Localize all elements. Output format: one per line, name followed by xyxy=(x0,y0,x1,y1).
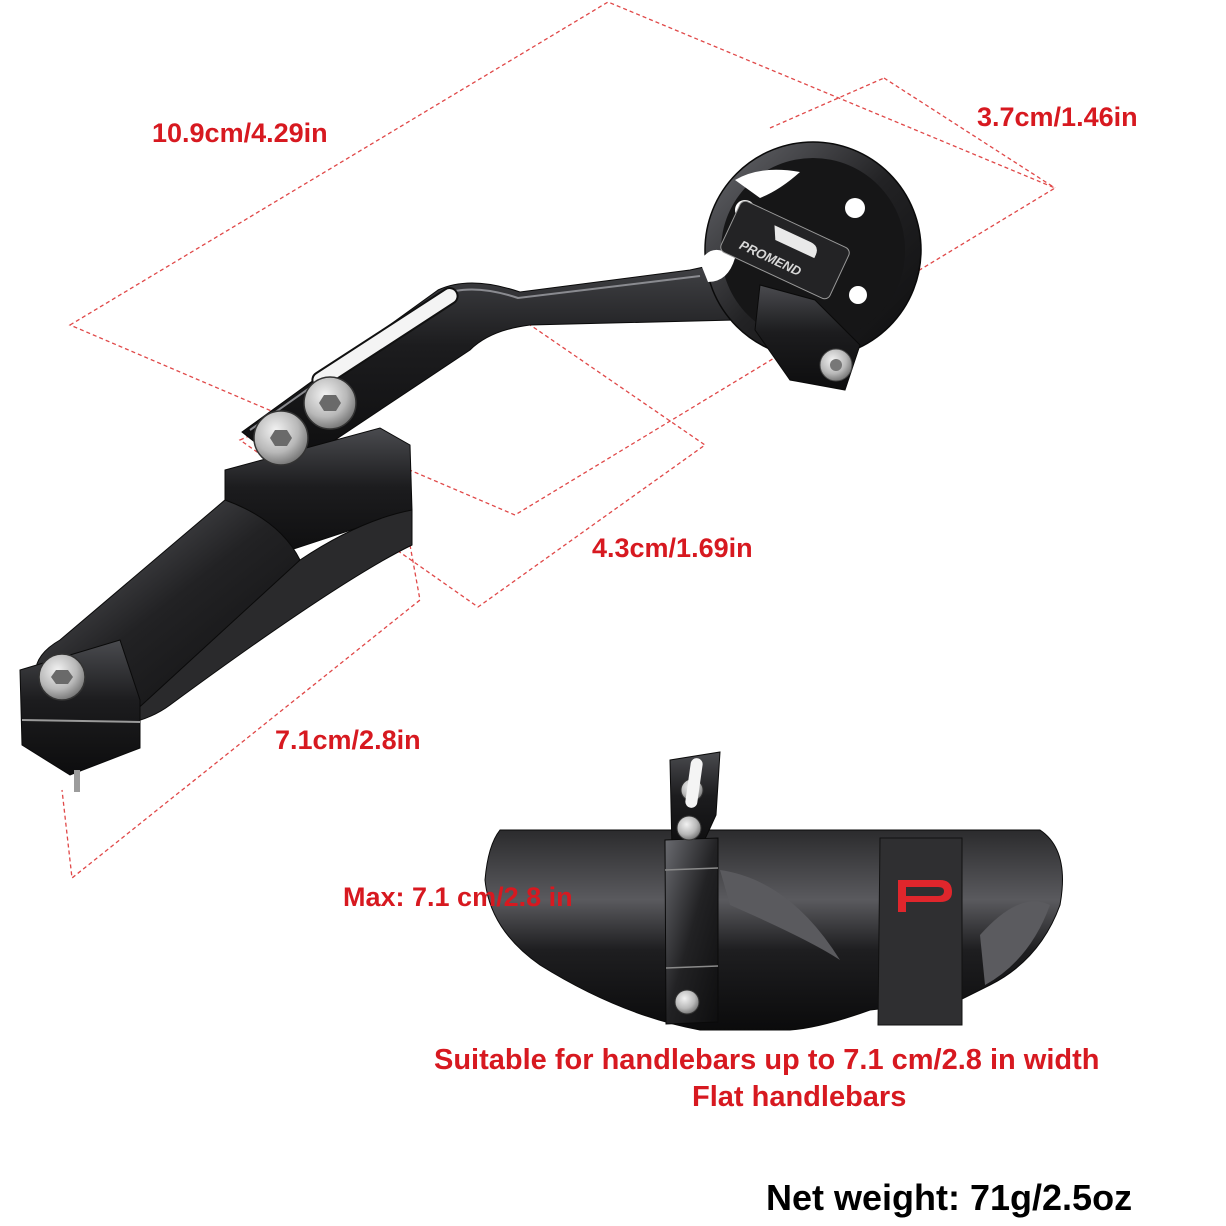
cradle-cutout-2 xyxy=(735,169,800,198)
hex-bolt-icon xyxy=(38,376,357,701)
handlebar-type-note: Flat handlebars xyxy=(692,1081,907,1113)
cradle-cutout xyxy=(700,249,735,282)
cradle-hole-2 xyxy=(845,198,865,218)
width-guide-b xyxy=(883,77,1056,189)
handlebar-body xyxy=(484,829,1063,1031)
handlebar-grip-band xyxy=(877,837,963,1026)
compatibility-note: Suitable for handlebars up to 7.1 cm/2.8… xyxy=(434,1044,1100,1076)
clamp-lower-arc xyxy=(118,509,413,726)
inset-clamp xyxy=(664,837,719,1025)
offset-dimension-label: 4.3cm/1.69in xyxy=(592,533,753,563)
promend-logo-icon xyxy=(898,880,952,912)
net-weight-label: Net weight: 71g/2.5oz xyxy=(766,1177,1133,1218)
clamp-dimension-label: 7.1cm/2.8in xyxy=(275,725,421,755)
clamp-split xyxy=(21,719,141,723)
inset-slot xyxy=(685,758,703,808)
handlebar-flat-cut xyxy=(720,870,840,960)
inset-bolt-2 xyxy=(676,815,702,841)
adapter-bolt-hex xyxy=(830,359,842,371)
max-handlebar-label: Max: 7.1 cm/2.8 in xyxy=(343,882,573,912)
inset-clamp-edge xyxy=(664,867,719,871)
cradle-hole-3 xyxy=(849,286,867,304)
handlebar-inset xyxy=(484,751,1063,1031)
clamp-pin xyxy=(74,770,80,792)
inset-bolt-3 xyxy=(674,989,700,1015)
length-dimension-label: 10.9cm/4.29in xyxy=(152,118,328,148)
handlebar-clamp xyxy=(19,427,413,792)
computer-mount: PROMEND xyxy=(241,141,922,471)
inset-clamp-edge-2 xyxy=(665,965,719,969)
handlebar-flat-cut-2 xyxy=(980,901,1050,985)
promend-logo-icon: PROMEND xyxy=(720,200,850,300)
width-dimension-label: 3.7cm/1.46in xyxy=(977,102,1138,132)
width-guide-a xyxy=(769,77,885,129)
